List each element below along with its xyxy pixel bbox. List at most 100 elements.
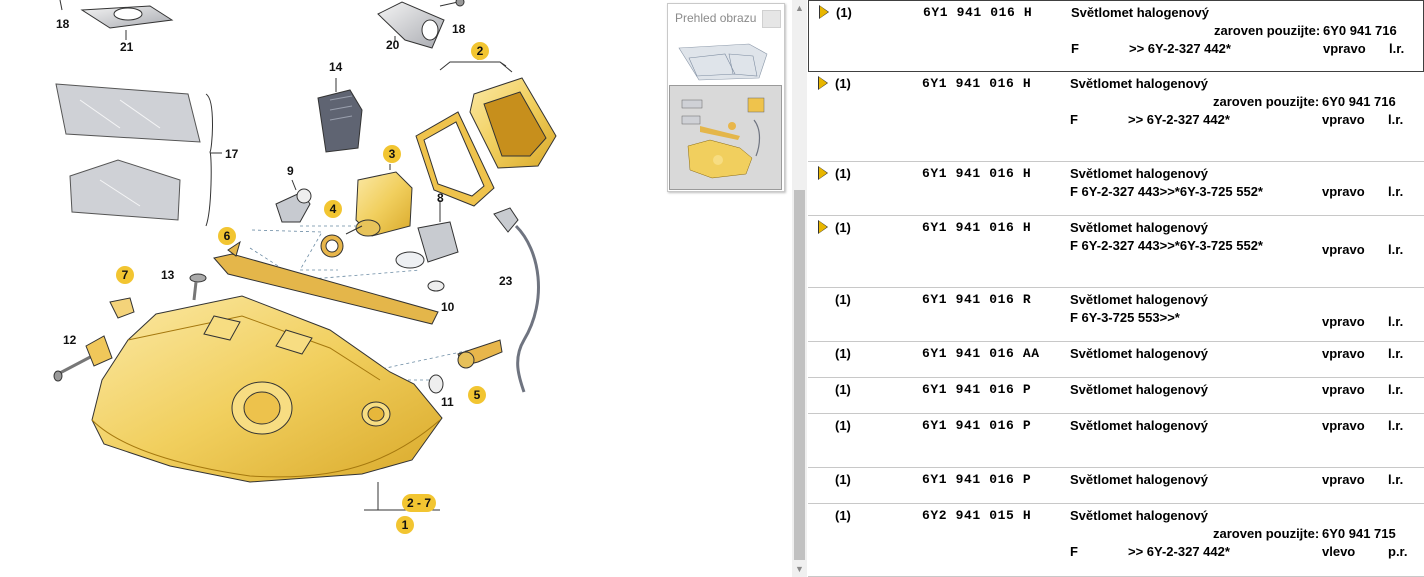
- callout-17: 17: [225, 147, 239, 161]
- callout-11: 11: [441, 395, 454, 409]
- row-lr: l.r.: [1388, 242, 1404, 257]
- scrollbar-thumb[interactable]: [794, 190, 805, 560]
- row-part-number: 6Y1 941 016 H: [923, 5, 1033, 20]
- bulb-11: [428, 374, 444, 394]
- callout-2[interactable]: 2: [471, 42, 489, 60]
- parts-row[interactable]: (1) 6Y1 941 016 H Světlomet halogenový zaro…: [808, 0, 1424, 72]
- overview-thumbnail-image: [678, 43, 768, 81]
- screw-13: [189, 273, 207, 301]
- row-part-number: 6Y2 941 015 H: [922, 508, 1032, 523]
- row-quantity: (1): [835, 220, 851, 235]
- row-name: Světlomet halogenový: [1070, 292, 1208, 307]
- row-side: vpravo: [1322, 242, 1365, 257]
- row-name: Světlomet halogenový: [1071, 5, 1209, 20]
- seal-strip-6: [213, 240, 439, 325]
- row-note-part: 6Y0 941 715: [1322, 526, 1396, 541]
- callout-1[interactable]: 1: [396, 516, 414, 534]
- row-f-code: F: [1071, 41, 1079, 56]
- row-marker-icon[interactable]: [818, 76, 828, 90]
- callout-2-7[interactable]: 2 - 7: [402, 494, 436, 512]
- glass-panes: [55, 83, 222, 227]
- overview-viewport[interactable]: [669, 85, 782, 190]
- overview-viewport-image: [681, 97, 765, 179]
- callout-18-left: 18: [56, 17, 70, 31]
- row-marker-icon[interactable]: [819, 5, 829, 19]
- callout-9: 9: [287, 164, 294, 178]
- row-part-number: 6Y1 941 016 AA: [922, 346, 1040, 361]
- connector-14: [317, 78, 363, 153]
- row-part-number: 6Y1 941 016 H: [922, 76, 1032, 91]
- row-f-text: >> 6Y-2-327 442*: [1128, 112, 1230, 127]
- bulb-10: [427, 280, 445, 292]
- row-name: Světlomet halogenový: [1070, 472, 1208, 487]
- callout-20: 20: [386, 38, 400, 52]
- row-side: vpravo: [1322, 184, 1365, 199]
- callout-13: 13: [161, 268, 175, 282]
- bracket-21: [80, 5, 174, 40]
- cable-23: [493, 207, 540, 393]
- row-quantity: (1): [835, 382, 851, 397]
- callout-3[interactable]: 3: [383, 145, 401, 163]
- row-side: vpravo: [1323, 41, 1366, 56]
- bracket-20: [377, 1, 445, 49]
- row-name: Světlomet halogenový: [1070, 166, 1208, 181]
- callout-21: 21: [120, 40, 134, 54]
- row-part-number: 6Y1 941 016 H: [922, 220, 1032, 235]
- row-note-part: 6Y0 941 716: [1323, 23, 1397, 38]
- row-lr: l.r.: [1389, 41, 1405, 56]
- row-note-label: zaroven pouzijte:: [1214, 23, 1321, 38]
- headlight-housing-1: [85, 295, 443, 511]
- exploded-parts-diagram[interactable]: 18 21 20 18 2 14 17 3 9 8 4 6 7 13 23 10…: [0, 0, 660, 577]
- callout-23: 23: [499, 274, 513, 288]
- row-side: vpravo: [1322, 382, 1365, 397]
- row-name: Světlomet halogenový: [1070, 346, 1208, 361]
- cover-cap-2: [439, 56, 557, 169]
- vertical-scrollbar[interactable]: ▲ ▼: [792, 0, 807, 577]
- row-name: Světlomet halogenový: [1070, 220, 1208, 235]
- row-quantity: (1): [835, 76, 851, 91]
- callout-4[interactable]: 4: [324, 200, 342, 218]
- row-quantity: (1): [836, 5, 852, 20]
- row-range: F 6Y-2-327 443>>*6Y-3-725 552*: [1070, 184, 1263, 199]
- row-quantity: (1): [835, 508, 851, 523]
- scroll-up-arrow-icon[interactable]: ▲: [795, 3, 804, 13]
- row-side: vpravo: [1322, 472, 1365, 487]
- callout-6[interactable]: 6: [218, 227, 236, 245]
- parts-list: (1) 6Y1 941 016 H Světlomet halogenový zaro…: [808, 0, 1424, 577]
- ring-4: [320, 234, 344, 258]
- screw-12: [53, 352, 97, 382]
- row-range: F 6Y-3-725 553>>*: [1070, 310, 1180, 325]
- scroll-down-arrow-icon[interactable]: ▼: [795, 564, 804, 574]
- row-f-text: >> 6Y-2-327 442*: [1129, 41, 1231, 56]
- row-name: Světlomet halogenový: [1070, 382, 1208, 397]
- overview-close-button[interactable]: [762, 10, 781, 28]
- row-lr: l.r.: [1388, 346, 1404, 361]
- clip-7: [109, 297, 135, 319]
- image-overview-panel[interactable]: Prehled obrazu: [667, 3, 785, 192]
- row-part-number: 6Y1 941 016 R: [922, 292, 1032, 307]
- row-f-text: >> 6Y-2-327 442*: [1128, 544, 1230, 559]
- callout-5[interactable]: 5: [468, 386, 486, 404]
- row-marker-icon[interactable]: [818, 166, 828, 180]
- row-quantity: (1): [835, 166, 851, 181]
- row-marker-icon[interactable]: [818, 220, 828, 234]
- row-lr: l.r.: [1388, 418, 1404, 433]
- overview-title: Prehled obrazu: [675, 11, 757, 25]
- row-side: vpravo: [1322, 418, 1365, 433]
- row-f-code: F: [1070, 112, 1078, 127]
- bulb-9: [275, 179, 312, 223]
- overview-thumbnail[interactable]: [669, 34, 782, 190]
- row-lr: l.r.: [1388, 184, 1404, 199]
- h4-bulb: [395, 200, 459, 269]
- callout-7[interactable]: 7: [116, 266, 134, 284]
- row-side: vpravo: [1322, 314, 1365, 329]
